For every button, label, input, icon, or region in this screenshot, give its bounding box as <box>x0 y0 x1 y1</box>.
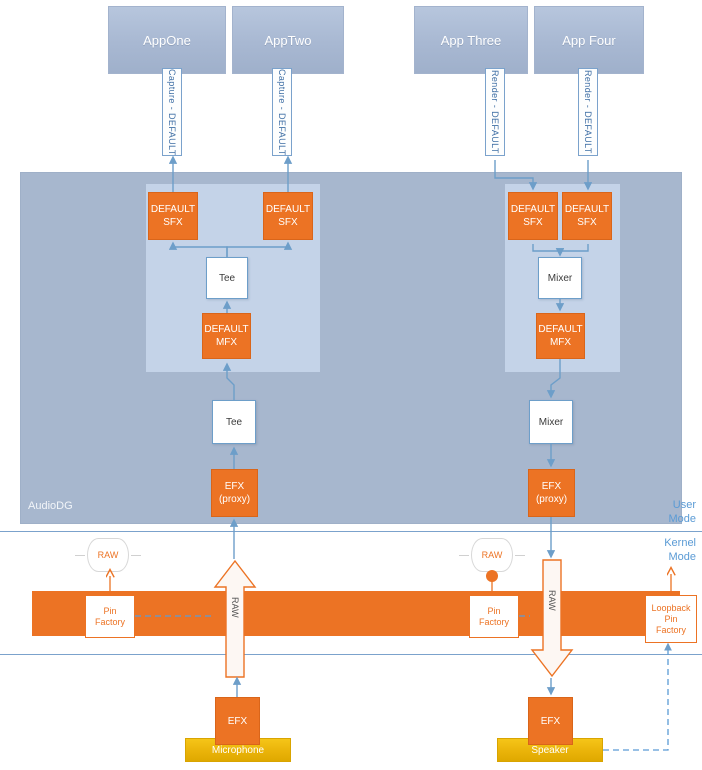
app-box-appone[interactable]: AppOne <box>108 6 226 74</box>
app-label: AppOne <box>143 32 191 48</box>
raw-data-path-capture: RAW <box>213 559 257 679</box>
render-mixer-inner[interactable]: Mixer <box>538 257 582 299</box>
pin-factory-render[interactable]: Pin Factory <box>469 595 519 638</box>
render-efx-proxy[interactable]: EFX (proxy) <box>528 469 575 517</box>
capture-efx-proxy[interactable]: EFX (proxy) <box>211 469 258 517</box>
pin-factory-line2: Factory <box>94 616 125 627</box>
fx-line-1: DEFAULT <box>150 204 196 215</box>
capture-tee-outer[interactable]: Tee <box>212 400 256 444</box>
fx-line-1: EFX <box>227 715 248 727</box>
raw-data-path-render: RAW <box>530 558 574 678</box>
device-label: Microphone <box>211 744 265 756</box>
render-sfx-1[interactable]: DEFAULT SFX <box>508 192 558 240</box>
fx-line-1: EFX <box>224 481 245 492</box>
fx-line-2: (proxy) <box>535 494 568 505</box>
raw-arrow-label-capture: RAW <box>230 597 240 618</box>
fx-line-1: EFX <box>540 715 561 727</box>
render-mixer-outer[interactable]: Mixer <box>529 400 573 444</box>
raw-tick-right-capture <box>131 555 141 556</box>
pin-factory-line1: Pin <box>103 605 117 616</box>
pin-factory-capture[interactable]: Pin Factory <box>85 595 135 638</box>
fx-line-2: MFX <box>549 337 572 348</box>
fx-line-2: (proxy) <box>218 494 251 505</box>
user-kernel-divider-top <box>0 531 702 532</box>
raw-tick-left-capture <box>75 555 85 556</box>
pipe-label: Render - DEFAULT <box>583 70 593 154</box>
fx-line-2: SFX <box>278 217 298 228</box>
loopback-line3: Factory <box>655 624 686 635</box>
kernel-mode-line1: Kernel <box>664 537 696 549</box>
audiodg-label: AudioDG <box>28 500 73 512</box>
fx-line-1: DEFAULT <box>510 204 556 215</box>
kernel-mode-line2: Mode <box>668 551 696 563</box>
endpoint-pipe-render-appthree[interactable]: Render - DEFAULT <box>485 68 505 156</box>
device-label: Speaker <box>531 744 569 756</box>
raw-arrow-label-render: RAW <box>547 590 557 611</box>
speaker-efx[interactable]: EFX <box>528 697 573 745</box>
raw-badge-label: RAW <box>481 550 503 560</box>
render-mfx[interactable]: DEFAULT MFX <box>536 313 585 359</box>
fx-line-1: EFX <box>541 481 562 492</box>
fx-line-1: DEFAULT <box>538 324 583 335</box>
endpoint-pipe-capture-apptwo[interactable]: Capture - DEFAULT <box>272 68 292 156</box>
pin-factory-line2: Factory <box>478 616 509 627</box>
kernel-mode-label: Kernel Mode <box>640 536 696 564</box>
app-box-appthree[interactable]: App Three <box>414 6 528 74</box>
capture-sfx-1[interactable]: DEFAULT SFX <box>148 192 198 240</box>
render-sfx-2[interactable]: DEFAULT SFX <box>562 192 612 240</box>
app-label: AppTwo <box>264 32 312 48</box>
fx-line-1: DEFAULT <box>265 204 311 215</box>
pipe-label: Capture - DEFAULT <box>167 68 177 156</box>
app-label: App Three <box>440 32 502 48</box>
pipe-label: Render - DEFAULT <box>490 70 500 154</box>
user-mode-line1: User <box>672 499 696 511</box>
pipe-label: Capture - DEFAULT <box>277 68 287 156</box>
box-label: Tee <box>218 272 236 284</box>
capture-sfx-2[interactable]: DEFAULT SFX <box>263 192 313 240</box>
user-mode-line2: Mode <box>668 513 696 525</box>
capture-tee-inner[interactable]: Tee <box>206 257 248 299</box>
endpoint-pipe-render-appfour[interactable]: Render - DEFAULT <box>578 68 598 156</box>
microphone-efx[interactable]: EFX <box>215 697 260 745</box>
fx-line-2: SFX <box>523 217 543 228</box>
capture-mfx[interactable]: DEFAULT MFX <box>202 313 251 359</box>
raw-connection-dot <box>486 570 498 582</box>
fx-line-2: SFX <box>577 217 597 228</box>
raw-tick-right-render <box>515 555 525 556</box>
raw-badge-render: RAW <box>471 538 513 572</box>
fx-line-1: DEFAULT <box>204 324 249 335</box>
box-label: Mixer <box>538 416 564 428</box>
loopback-line1: Loopback <box>651 602 691 613</box>
app-box-appfour[interactable]: App Four <box>534 6 644 74</box>
loopback-line2: Pin <box>664 613 678 624</box>
raw-tick-left-render <box>459 555 469 556</box>
fx-line-2: MFX <box>215 337 238 348</box>
kernel-driver-bar <box>32 591 680 636</box>
app-label: App Four <box>562 32 616 48</box>
user-mode-label: User Mode <box>640 498 696 526</box>
box-label: Mixer <box>547 272 573 284</box>
endpoint-pipe-capture-appone[interactable]: Capture - DEFAULT <box>162 68 182 156</box>
app-box-apptwo[interactable]: AppTwo <box>232 6 344 74</box>
fx-line-1: DEFAULT <box>564 204 610 215</box>
fx-line-2: SFX <box>163 217 183 228</box>
raw-badge-label: RAW <box>97 550 119 560</box>
pin-factory-line1: Pin <box>487 605 501 616</box>
user-kernel-divider-bottom <box>0 654 702 655</box>
box-label: Tee <box>225 416 243 428</box>
loopback-pin-factory[interactable]: Loopback Pin Factory <box>645 595 697 643</box>
raw-badge-capture: RAW <box>87 538 129 572</box>
